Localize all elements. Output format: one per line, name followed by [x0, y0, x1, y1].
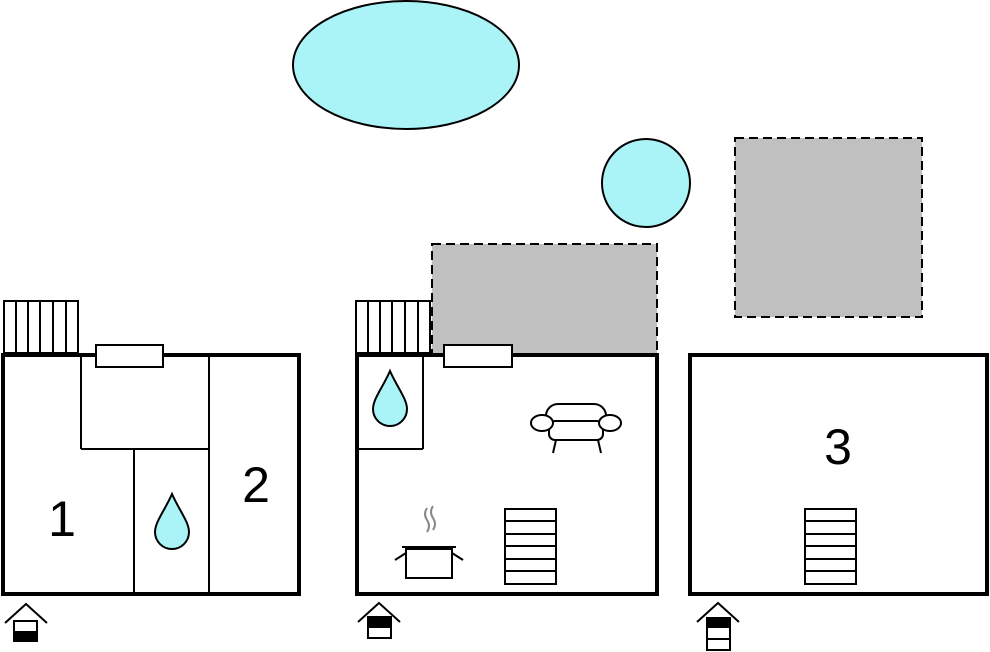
staircase-icon — [804, 508, 857, 585]
room-number-3: 3 — [824, 419, 852, 475]
bathroom-icon — [153, 491, 191, 550]
floor-indicator-icon — [357, 601, 401, 639]
outer-wall — [1, 353, 301, 596]
room-number-1: 1 — [48, 491, 76, 547]
hot-tub-icon — [601, 138, 691, 228]
balcony-railing-icon — [355, 300, 431, 354]
sofa-icon — [530, 403, 622, 454]
window-icon — [95, 344, 164, 368]
balcony-railing-icon — [3, 300, 79, 354]
floor-indicator-icon — [4, 602, 48, 642]
floor-plan-c: 3 — [688, 353, 989, 651]
floor-plan-b — [355, 300, 659, 639]
terrace-icon — [431, 243, 658, 357]
floor-indicator-icon — [696, 601, 740, 651]
room-number-2: 2 — [242, 457, 270, 513]
terrace-icon — [734, 137, 923, 318]
interior-walls — [357, 355, 424, 450]
floor-plan-a: 1 2 — [1, 300, 301, 642]
pool-icon — [292, 0, 520, 130]
kitchen-pot-icon — [394, 505, 464, 579]
interior-walls — [80, 355, 210, 594]
window-icon — [443, 344, 513, 368]
bathroom-icon — [371, 368, 409, 427]
staircase-icon — [504, 508, 557, 585]
